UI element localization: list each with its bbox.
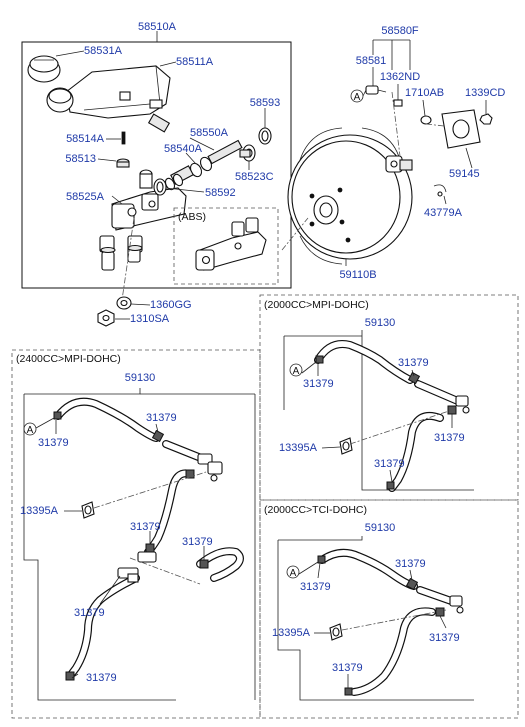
label-58531a[interactable]: 58531A xyxy=(84,45,123,57)
label-31379-2000-tci-2[interactable]: 31379 xyxy=(395,558,426,570)
panel-2000-mpi-caption: (2000CC>MPI-DOHC) xyxy=(264,299,369,311)
hose-2400 xyxy=(53,397,244,681)
label-58513[interactable]: 58513 xyxy=(65,153,96,165)
label-58514a[interactable]: 58514A xyxy=(66,133,105,145)
nut-1310sa-part xyxy=(97,309,115,327)
label-58510a[interactable]: 58510A xyxy=(138,21,177,33)
pin-58514a-part xyxy=(121,131,126,145)
piston-assembly-part xyxy=(164,139,243,191)
abs-frame xyxy=(173,207,279,285)
master-cylinder-group: 58510A 58531A 58511A 58514A xyxy=(21,21,292,301)
label-31379-2000-tci-4[interactable]: 31379 xyxy=(332,662,363,674)
label-31379-2400-2[interactable]: 31379 xyxy=(146,412,177,424)
label-31379-2000-mpi-4[interactable]: 31379 xyxy=(374,458,405,470)
check-valve-2000-mpi-part xyxy=(339,437,353,455)
label-31379-2000-mpi-3[interactable]: 31379 xyxy=(434,432,465,444)
label-58511a[interactable]: 58511A xyxy=(176,56,214,68)
reservoir-pin-part xyxy=(147,113,171,133)
label-43779a[interactable]: 43779A xyxy=(424,207,463,219)
label-31379-2400-1[interactable]: 31379 xyxy=(38,437,69,449)
label-58540a[interactable]: 58540A xyxy=(164,143,203,155)
reservoir-cap-part xyxy=(27,55,61,83)
label-58581[interactable]: 58581 xyxy=(356,55,387,67)
label-31379-2400-4[interactable]: 31379 xyxy=(182,536,213,548)
callout-a-2000-mpi: A xyxy=(293,366,300,377)
label-58580f[interactable]: 58580F xyxy=(381,25,419,37)
label-59130-2000-tci[interactable]: 59130 xyxy=(365,522,396,534)
label-58523c[interactable]: 58523C xyxy=(235,171,274,183)
panel-2400-mpi-frame xyxy=(11,349,261,719)
abs-master-cylinder-part xyxy=(195,217,267,271)
clamp-43779a-part xyxy=(433,184,447,197)
label-13395a-2000-tci[interactable]: 13395A xyxy=(272,627,311,639)
panel-2400-mpi-caption: (2400CC>MPI-DOHC) xyxy=(16,353,121,365)
label-1360gg[interactable]: 1360GG xyxy=(150,299,192,311)
label-13395a-2000-mpi[interactable]: 13395A xyxy=(279,442,318,454)
nut-1339cd-part xyxy=(479,113,493,125)
reservoir-part xyxy=(46,65,171,119)
label-58525a[interactable]: 58525A xyxy=(66,191,105,203)
seal-58523c-part xyxy=(239,144,256,162)
label-31379-2000-tci-3[interactable]: 31379 xyxy=(429,632,460,644)
label-59130-2000-mpi[interactable]: 59130 xyxy=(365,317,396,329)
master-cylinder-frame xyxy=(21,41,292,289)
pin-1362nd-part xyxy=(393,99,403,107)
brake-booster-part xyxy=(287,127,413,265)
clip-1710ab-part xyxy=(420,115,432,125)
label-1339cd[interactable]: 1339CD xyxy=(465,87,505,99)
gasket-59145-part xyxy=(441,109,481,149)
label-31379-2400-6[interactable]: 31379 xyxy=(86,672,117,684)
label-31379-2400-3[interactable]: 31379 xyxy=(130,521,161,533)
label-1710ab[interactable]: 1710AB xyxy=(405,87,444,99)
label-31379-2400-5[interactable]: 31379 xyxy=(74,607,105,619)
label-59130-2400[interactable]: 59130 xyxy=(125,372,156,384)
label-58592[interactable]: 58592 xyxy=(205,187,236,199)
label-59110b[interactable]: 59110B xyxy=(339,269,376,281)
label-59145[interactable]: 59145 xyxy=(449,168,480,180)
check-valve-2400-part xyxy=(81,501,95,519)
hose-2000-tci xyxy=(317,548,464,696)
label-1362nd[interactable]: 1362ND xyxy=(380,71,420,83)
ring-58593-part xyxy=(258,127,272,145)
booster-group: 58580F 58581 1362ND 1710AB 1339CD 59145 … xyxy=(281,25,505,281)
panel-2000-tci: (2000CC>TCI-DOHC) 59130 A 31379 31379 31… xyxy=(259,499,519,719)
hose-2000-mpi xyxy=(314,340,470,492)
label-13395a-2400[interactable]: 13395A xyxy=(20,505,59,517)
panel-2400-mpi: (2400CC>MPI-DOHC) 59130 xyxy=(11,349,261,719)
master-cylinder-part xyxy=(99,169,187,271)
label-1310sa[interactable]: 1310SA xyxy=(130,313,170,325)
clevis-58581-part xyxy=(365,85,387,95)
callout-a-2400: A xyxy=(27,425,34,436)
abs-caption: (ABS) xyxy=(178,211,206,223)
grommet-58513-part xyxy=(116,158,130,168)
callout-a-2000-tci: A xyxy=(290,568,297,579)
callout-a-text: A xyxy=(354,92,361,103)
panel-2000-tci-caption: (2000CC>TCI-DOHC) xyxy=(264,504,367,516)
check-valve-2000-tci-part xyxy=(329,623,343,641)
label-58593[interactable]: 58593 xyxy=(250,97,281,109)
oring-58592-part xyxy=(153,178,167,196)
washer-1360gg-part xyxy=(116,296,132,310)
label-31379-2000-mpi-2[interactable]: 31379 xyxy=(398,357,429,369)
label-31379-2000-mpi-1[interactable]: 31379 xyxy=(303,378,334,390)
label-58550a[interactable]: 58550A xyxy=(190,127,229,139)
label-31379-2000-tci-1[interactable]: 31379 xyxy=(300,581,331,593)
panel-2000-mpi: (2000CC>MPI-DOHC) 59130 A 31379 31379 31… xyxy=(259,294,519,501)
